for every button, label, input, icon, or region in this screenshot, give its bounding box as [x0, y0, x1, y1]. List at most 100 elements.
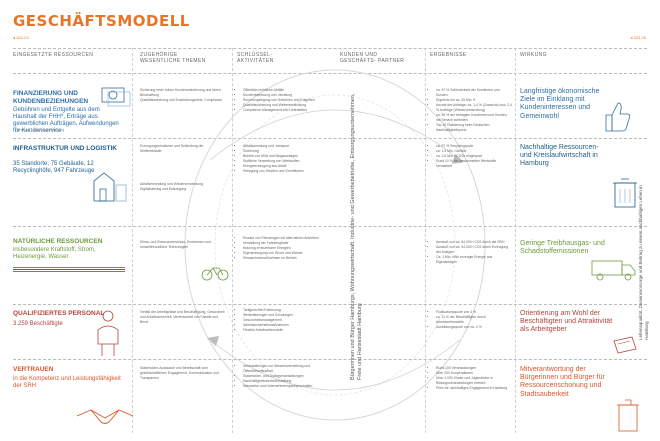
activities-infrastruktur: Abfallsammlung und -transport Sortierung… [237, 144, 322, 174]
results-natuerliche-ressourcen: Ausstoß von ca. 54.000 t CO2 durch die S… [430, 240, 512, 265]
activity-item: Kundenbetreuung und -beratung [243, 93, 322, 98]
activity-item: Netzwerke und Unternehmenspartnerschafte… [243, 384, 322, 389]
results-personal: Fluktuationsquote von 4 % ca. 11 % der B… [430, 310, 512, 330]
activity-item: Stakeholder- und Dialogveranstaltungen [243, 374, 322, 379]
impact-infrastruktur: Nachhaltige Ressourcen- und Kreislaufwir… [520, 144, 599, 168]
activity-item: Eigenerzeugung von Strom und Wärme [243, 251, 322, 256]
activity-item: Energieerzeugung aus Abfall [243, 164, 322, 169]
bicycle-icon [200, 265, 230, 281]
result-item: ca. 2,6 Mio. t CO2e eingespart [436, 154, 512, 159]
result-item: ca. 11 % der Beschäftigten durch Arbeits… [436, 315, 512, 325]
theme-item: Sicherung einer hohen Kundenorientierung… [140, 88, 221, 97]
results-vertrauen: Rund 100 Veranstaltungen Über 200 Kooper… [430, 366, 512, 391]
result-item: Fluktuationsquote von 4 % [436, 310, 512, 315]
row-text-finanzierung: Gebühren und Entgelte aus dem Haushalt d… [13, 107, 119, 134]
results-infrastruktur: ca. 97 % Recyclingquote ca. 1,5 Mio. t A… [430, 144, 512, 169]
activity-item: Rechnungslegung von Gebühren und Entgelt… [243, 98, 322, 103]
result-item: Ca. 1 Mio. kWh erzeugte Energie aus Eige… [436, 255, 512, 265]
garbage-truck-icon [590, 255, 638, 283]
row-title-vertrauen: VERTRAUEN [13, 366, 54, 373]
activities-vertrauen: Veranstaltungen zur Wissensvermittlung u… [237, 364, 322, 389]
activity-item: Reinigung von Straßen und Grünflächen [243, 169, 322, 174]
themes-personal: Vielfalt der Arbeitsplätze und Beschäfti… [140, 310, 225, 325]
result-item: ca. 97 % Recyclingquote [436, 144, 512, 149]
activity-item: Einsatz von Fahrzeugen mit alternativen … [243, 236, 322, 241]
row-text-infrastruktur: 35 Standorte, 75 Gebäude, 12 Recyclinghö… [13, 161, 95, 174]
activities-finanzierung: Öffentlich-rechtliche Abfälle Kundenbetr… [237, 88, 322, 113]
result-item: ca. 95 % der befragten Kundinnen und Kun… [436, 113, 512, 123]
themes-vertrauen: Stakeholder-Austausch und Bereitschaft z… [140, 366, 225, 381]
column-divider [132, 48, 133, 433]
row-text-personal: 3.259 Beschäftigte [13, 321, 63, 327]
activity-item: Arbeitssicherheitsmaßnahmen [243, 323, 322, 328]
column-header-partners: KUNDEN UND GESCHÄFTS- PARTNER [340, 52, 405, 64]
column-divider [515, 48, 516, 433]
row-title-infrastruktur: INFRASTRUKTUR UND LOGISTIK [13, 145, 117, 152]
impact-vertrauen: Mitverantwortung der Bürgerinnen und Bür… [520, 366, 605, 398]
row-divider [13, 226, 647, 227]
row-title-natuerliche-ressourcen: NATÜRLICHE RESSOURCEN [13, 238, 103, 245]
results-finanzierung: ca. 97 % Zufriedenheit der Kundinnen und… [430, 88, 512, 133]
activity-item: Nachhaltigkeitsberichterstattung [243, 379, 322, 384]
activity-item: Klimaschutzmaßnahmen im Betrieb [243, 256, 322, 261]
column-header-results: ERGEBNISSE [430, 52, 467, 58]
result-item: Top 10 Platzierung beim Deutschen Nachha… [436, 123, 512, 133]
result-item: Preis für nachhaltiges Engagement in Ham… [436, 386, 512, 391]
activity-item: Stoffliche Verwertung von Wertstoffen [243, 159, 322, 164]
theme-item: Qualitätssicherung und Entwicklungsziele… [140, 98, 223, 102]
nav-previous-link[interactable]: ◂ 162-23 [13, 35, 29, 40]
result-item: Ausbildungsquote von ca. 4 % [436, 325, 512, 330]
impact-natuerliche-ressourcen: Geringe Treibhausgas- und Schadstoffemis… [520, 240, 605, 256]
activity-item: Qualitätssicherung und Weiterentwicklung [243, 103, 322, 108]
row-text-vertrauen: in die Kompetenz und Leistungsfähigkeit … [13, 376, 121, 389]
activity-item: Betrieb von MVA und Biogasanlagen [243, 154, 322, 159]
impact-side-text: Lebensqualität, Daseinsvorsorge und Beit… [638, 185, 649, 340]
cycle-diagram [184, 69, 486, 421]
theme-item: Stakeholder-Austausch und Bereitschaft z… [140, 366, 219, 380]
result-item: Ausstoß von ca. 44.000 t CO2 durch Erzeu… [436, 245, 512, 255]
recycling-bin-icon [610, 175, 640, 211]
column-divider [425, 48, 426, 433]
theme-item: Klima- und Ressourcenschutz, Emissionen … [140, 240, 212, 249]
row-title-finanzierung: FINANZIERUNG UND KUNDENBEZIEHUNGEN [13, 90, 89, 105]
result-item: ca. 1,5 Mio. t Abfälle [436, 149, 512, 154]
column-header-themes: ZUGEHÖRIGE WESENTLICHE THEMEN [140, 52, 206, 64]
activity-item: Abfallsammlung und -transport [243, 144, 322, 149]
handshake-icon [75, 402, 135, 430]
result-item: Über 200 Kooperationen [436, 371, 512, 376]
activity-item: Weiterbildungen und Schulungen [243, 313, 322, 318]
building-icon [90, 165, 130, 205]
theme-item: Erzeugungsstrukturen und Schließung der … [140, 144, 204, 153]
column-header-impact: WIRKUNG [520, 52, 547, 58]
activity-item: Gesundheitsmanagement [243, 318, 322, 323]
power-line-stripes [13, 267, 125, 273]
themes-finanzierung: Sicherung einer hohen Kundenorientierung… [140, 88, 225, 103]
impact-finanzierung: Langfristige ökonomische Ziele im Einkla… [520, 88, 600, 120]
result-item: Anzahl der Aufträge: ca. 1,4 % (Zuwachs)… [436, 103, 512, 113]
activity-item: Flexible Arbeitszeitmodelle [243, 328, 322, 333]
activity-item: Sortierung [243, 149, 322, 154]
row-divider [13, 304, 647, 305]
activity-item: Öffentlich-rechtliche Abfälle [243, 88, 322, 93]
impact-personal: Orientierung am Wohl der Beschäftigten u… [520, 310, 613, 334]
footnote-fhh: * Freie und Hansestadt Hamburg [13, 128, 65, 132]
thumbs-up-icon [600, 95, 634, 135]
column-header-activities: SCHLÜSSEL- AKTIVITÄTEN [237, 52, 274, 64]
result-item: Ausstoß von ca. 54.000 t CO2 durch die S… [436, 240, 512, 245]
nav-next-link[interactable]: ◂ 223-25 [630, 35, 646, 40]
row-divider [13, 359, 647, 360]
result-item: Rund 10 % der gesammelten Wertstoffe ver… [436, 159, 512, 169]
row-text-natuerliche-ressourcen: insbesondere Kraftstoff, Strom, Heizener… [13, 247, 96, 260]
trash-can-icon [615, 395, 641, 433]
header-bottom-divider [13, 73, 647, 74]
activities-natuerliche-ressourcen: Einsatz von Fahrzeugen mit alternativen … [237, 236, 322, 261]
theme-item: Digitalisierung und Entsorgung [140, 187, 187, 191]
activity-item: Veranstaltungen zur Wissensvermittlung u… [243, 364, 322, 374]
column-header-resources: EINGESETZTE RESSOURCEN [13, 52, 94, 58]
activity-item: Compliance-Management und Lieferketten [243, 108, 322, 113]
result-item: Rund 100 Veranstaltungen [436, 366, 512, 371]
header-top-divider [13, 48, 647, 49]
row-title-personal: QUALIFIZIERTES PERSONAL [13, 310, 105, 317]
column-divider [232, 48, 233, 433]
activity-item: Nutzung erneuerbarer Energien [243, 246, 322, 251]
